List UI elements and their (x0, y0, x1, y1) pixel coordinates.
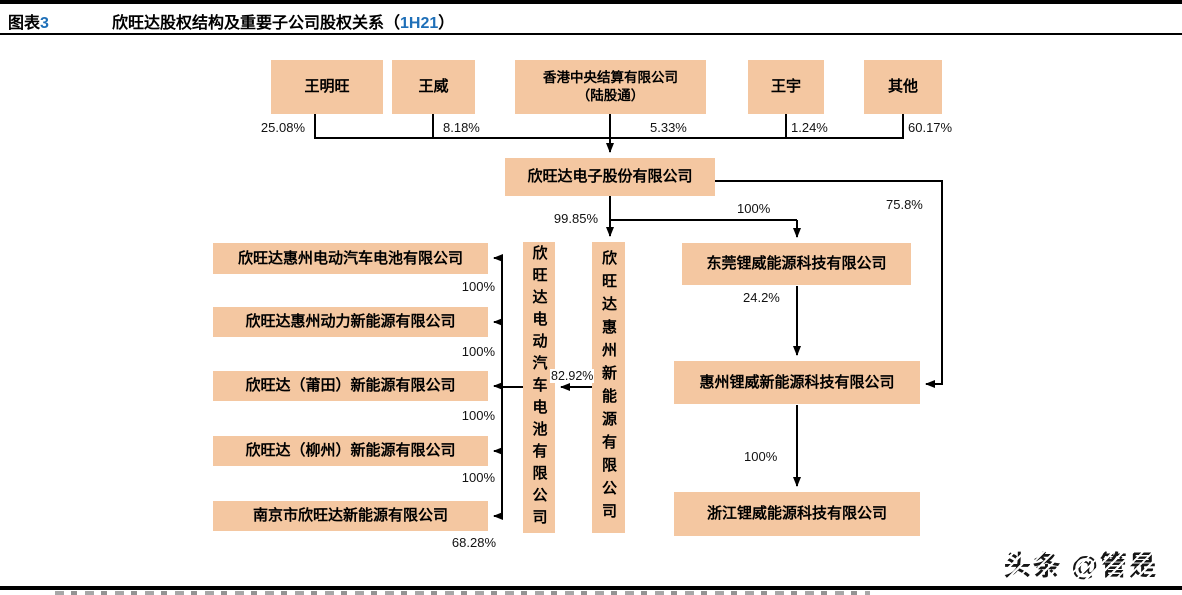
pct-parent-to-huizhou-ne: 99.85% (553, 211, 598, 226)
subsidiary-box-zhejiang-liwei: 浙江锂威能源科技有限公司 (674, 492, 920, 536)
subsidiary-box-huizhou-liwei: 惠州锂威新能源科技有限公司 (674, 361, 920, 404)
figure-title: 欣旺达股权结构及重要子公司股权关系（1H21） (112, 9, 454, 33)
shareholder-box-wangwei: 王威 (392, 60, 475, 114)
pct-left-2: 100% (461, 344, 495, 359)
shareholder-box-hkscc: 香港中央结算有限公司（陆股通） (515, 60, 706, 114)
top-rule (0, 0, 1182, 4)
shareholder-box-wangyu: 王宇 (748, 60, 824, 114)
figure-tag: 图表3 (8, 9, 49, 33)
figure-tag-prefix: 图表 (8, 15, 41, 32)
subsidiary-box-nanjing: 南京市欣旺达新能源有限公司 (213, 501, 488, 531)
pct-dongguan-to-huizhou-liwei: 24.2% (743, 290, 780, 305)
subsidiary-box-liuzhou: 欣旺达（柳州）新能源有限公司 (213, 436, 488, 466)
figure-title-period: 1H21 (400, 15, 439, 32)
pct-left-5: 68.28% (451, 535, 496, 550)
pct-left-4: 100% (461, 470, 495, 485)
shareholder-box-wangmingwang: 王明旺 (271, 60, 383, 114)
subsidiary-box-huizhou-power: 欣旺达惠州动力新能源有限公司 (213, 307, 488, 337)
figure-title-suffix: ） (438, 15, 455, 32)
shareholder-box-hkscc-lines: 香港中央结算有限公司（陆股通） (543, 70, 678, 103)
subsidiary-box-huizhou-ev-battery: 欣旺达惠州电动汽车电池有限公司 (213, 243, 488, 274)
figure-tag-number: 3 (40, 15, 49, 32)
pct-wangwei: 8.18% (443, 120, 480, 135)
subsidiary-box-huizhou-new-energy-vertical: 欣旺达惠州新能源有限公司 (592, 242, 625, 533)
pct-wangmingwang: 25.08% (260, 120, 305, 135)
pct-parent-to-huizhou-liwei-direct: 75.8% (886, 197, 923, 212)
subsidiary-box-dongguan-liwei: 东莞锂威能源科技有限公司 (682, 243, 911, 285)
watermark: 头条 @管是 (1004, 544, 1158, 583)
pct-qita: 60.17% (908, 120, 953, 135)
pct-left-1: 100% (461, 279, 495, 294)
title-rule (0, 33, 1182, 35)
shareholder-box-qita: 其他 (864, 60, 942, 114)
subsidiary-box-ev-battery-vertical: 欣旺达电动汽车电池有限公司 (523, 242, 555, 533)
pct-parent-to-dongguan: 100% (737, 201, 771, 216)
parent-company-box: 欣旺达电子股份有限公司 (505, 158, 715, 196)
pct-huizhou-ne-to-ev-battery: 82.92% (550, 369, 595, 383)
pct-left-3: 100% (461, 408, 495, 423)
footer-clipped-text (55, 591, 870, 595)
subsidiary-box-putian: 欣旺达（莆田）新能源有限公司 (213, 371, 488, 401)
pct-huizhou-liwei-to-zhejiang: 100% (744, 449, 778, 464)
figure-title-main: 欣旺达股权结构及重要子公司股权关系（ (112, 15, 401, 32)
parent-to-huizhou-liwei-direct (715, 180, 943, 388)
pct-hkscc: 5.33% (650, 120, 687, 135)
bottom-rule (0, 586, 1182, 590)
pct-wangyu: 1.24% (791, 120, 828, 135)
